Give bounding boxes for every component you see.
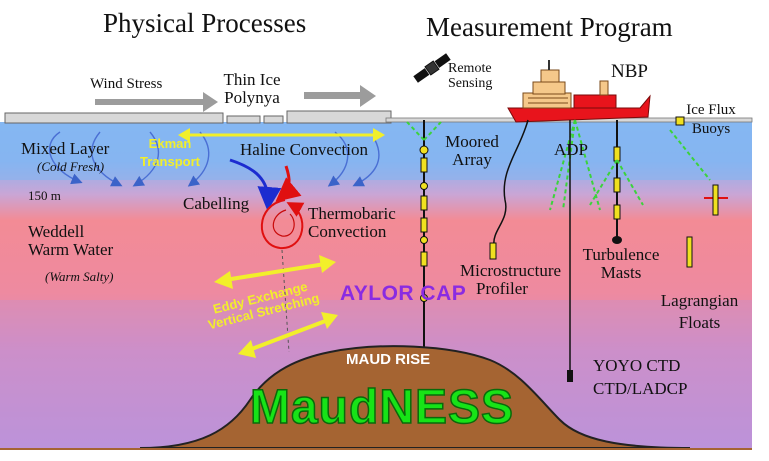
physical-processes-title: Physical Processes — [103, 8, 307, 38]
yoyo-line1: YOYO CTD — [593, 356, 681, 375]
thin-ice-line1: Thin Ice — [223, 70, 281, 89]
wind-arrow-left — [95, 92, 218, 112]
weddell-warm-water-label: Weddell Warm Water — [28, 223, 113, 259]
thermobaric-line1: Thermobaric — [308, 204, 396, 223]
satellite-icon — [413, 53, 451, 83]
thermobaric-loop-inner — [272, 209, 295, 237]
maudness-title: MaudNESS — [249, 381, 515, 434]
lagrangian-floats-label: Lagrangian Floats — [652, 292, 747, 332]
turbulence-line1: Turbulence — [582, 245, 660, 264]
lagrangian-line1: Lagrangian — [660, 291, 739, 310]
yoyo-ctd-label: YOYO CTD CTD/LADCP — [593, 357, 687, 398]
maud-rise-label: MAUD RISE — [346, 351, 431, 368]
ekman-line1: Ekman — [148, 136, 192, 151]
adp-label: ADP — [554, 140, 589, 159]
ice-floe-small-1 — [226, 115, 261, 124]
depth-150-label: 150 m — [28, 188, 61, 203]
thermobaric-line2: Convection — [308, 221, 387, 241]
thermobaric-loop — [260, 199, 305, 250]
taylor-cap-label: AYLOR CAP — [340, 282, 467, 305]
wind-arrow-right — [304, 85, 376, 107]
ice-floe-small-2 — [263, 115, 284, 124]
turbulence-masts-label: Turbulence Masts — [577, 246, 665, 282]
lagrangian-line2: Floats — [678, 312, 721, 332]
moored-line1: Moored — [445, 132, 499, 151]
adp-beams — [549, 119, 601, 211]
mixed-layer-label: Mixed Layer — [21, 139, 110, 158]
ice-flux-line2: Buoys — [691, 120, 731, 137]
ekman-arrow — [178, 128, 385, 142]
moored-line2: Array — [452, 149, 492, 169]
weddell-line2: Warm Water — [28, 239, 114, 259]
wind-stress-label: Wind Stress — [90, 76, 163, 92]
ice-flux-line1: Ice Flux — [686, 102, 736, 118]
thin-ice-line2: Polynya — [224, 87, 280, 107]
cold-fresh-label: (Cold Fresh) — [37, 159, 105, 174]
microstructure-cable — [493, 119, 529, 246]
seafloor — [0, 448, 752, 450]
measurement-program-title: Measurement Program — [426, 12, 673, 42]
microstructure-instrument — [489, 242, 497, 260]
turbulence-line2: Masts — [600, 262, 642, 282]
ekman-line2: Transport — [140, 153, 200, 169]
lagrangian-float — [686, 236, 693, 268]
haline-convection-label: Haline Convection — [240, 140, 368, 159]
moored-array-label: Moored Array — [437, 133, 507, 169]
yoyo-line2: CTD/LADCP — [593, 378, 688, 398]
maud-rise-seamount — [139, 345, 691, 449]
eddy-arrow-top — [214, 255, 336, 289]
ship-icon — [507, 60, 651, 123]
cabelling-arrow — [229, 158, 282, 211]
warm-salty-label: (Warm Salty) — [45, 269, 114, 284]
moored-array — [419, 120, 429, 352]
ice-floe-right — [286, 110, 392, 124]
ice-flux-buoys-label: Ice Flux Buoys — [680, 102, 742, 138]
eddy-arrow-bottom — [238, 312, 338, 358]
microstructure-profiler-label: Microstructure Profiler — [460, 262, 561, 298]
ice-flux-buoy — [675, 116, 685, 126]
thermobaric-convection-label: Thermobaric Convection — [308, 205, 396, 241]
cabelling-label: Cabelling — [183, 194, 250, 213]
mixed-layer-swirls — [49, 131, 380, 187]
weddell-line1: Weddell — [28, 222, 85, 241]
buoy-green-arrow — [669, 129, 711, 181]
remote-sensing-label: Remote Sensing — [448, 61, 493, 91]
microstructure-line1: Microstructure — [460, 261, 562, 280]
ekman-transport-label: Ekman Transport — [135, 137, 205, 168]
remote-line1: Remote — [448, 61, 492, 76]
remote-line2: Sensing — [448, 75, 493, 91]
ice-floe-left — [4, 112, 224, 124]
drifter-float — [704, 184, 728, 216]
yoyo-ctd-instrument — [567, 370, 573, 382]
microstructure-line2: Profiler — [476, 278, 528, 298]
turbulence-mast — [589, 120, 644, 244]
haline-red-arrow — [275, 165, 302, 202]
thin-ice-polynya-label: Thin Ice Polynya — [217, 71, 287, 107]
nbp-label: NBP — [611, 61, 648, 82]
